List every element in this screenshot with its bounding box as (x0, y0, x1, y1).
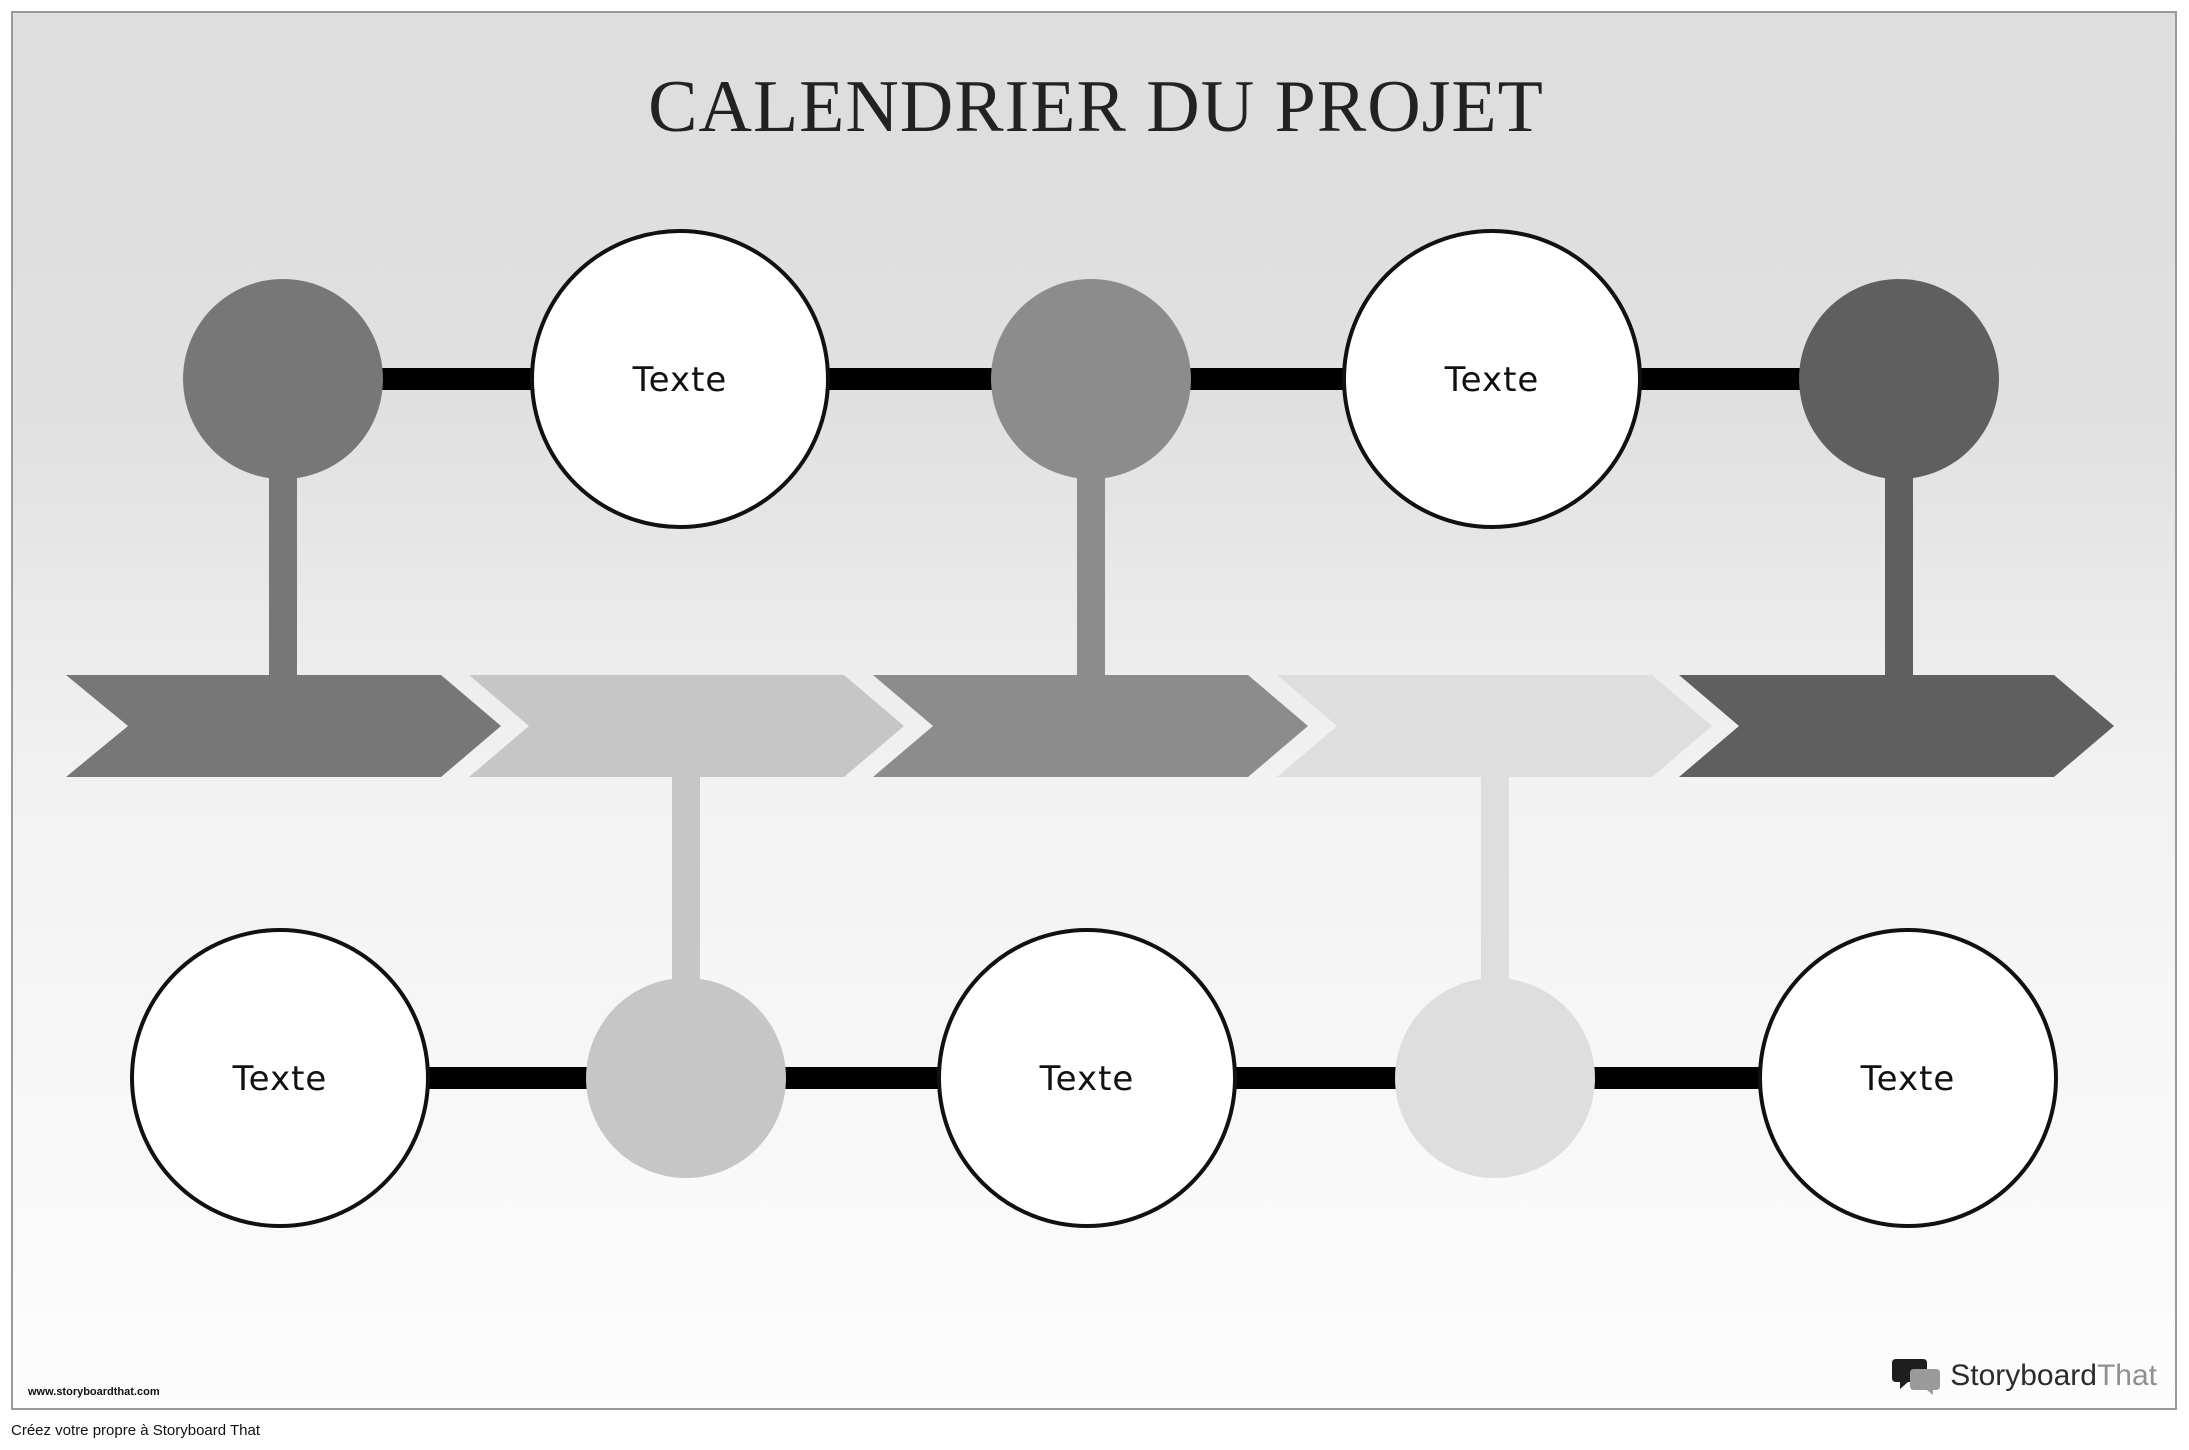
brand-name-dark: Storyboard (1950, 1359, 2097, 1392)
arrow-segment-2 (469, 675, 904, 777)
page-title: CALENDRIER DU PROJET (648, 66, 1544, 148)
top-text-circle-4 (1342, 229, 1642, 529)
bottom-text-label-1: Texte (232, 1059, 328, 1099)
top-milestone-dot-1 (183, 279, 383, 479)
bottom-text-label-5: Texte (1860, 1059, 1956, 1099)
top-text-label-2: Texte (632, 360, 728, 400)
brand-logo: StoryboardThat (1892, 1356, 2157, 1396)
top-milestone-dot-5 (1799, 279, 1999, 479)
brand-name: StoryboardThat (1950, 1359, 2157, 1393)
arrow-segment-5 (1679, 675, 2114, 777)
speech-bubbles-icon (1892, 1359, 1941, 1395)
bottom-text-label-3: Texte (1039, 1059, 1135, 1099)
brand-name-light: That (2096, 1359, 2157, 1392)
bottom-text-circle-3 (937, 928, 1237, 1228)
top-milestone-dot-3 (991, 279, 1191, 479)
bottom-text-circle-5 (1758, 928, 2058, 1228)
bottom-milestone-dot-2 (586, 978, 786, 1178)
top-text-circle-2 (530, 229, 830, 529)
footer-credit[interactable]: Créez votre propre à Storyboard That (11, 1422, 261, 1439)
watermark-url: www.storyboardthat.com (28, 1386, 160, 1398)
arrow-segment-3 (873, 675, 1308, 777)
top-text-label-4: Texte (1444, 360, 1540, 400)
arrow-segment-1 (66, 675, 501, 777)
arrow-segment-4 (1277, 675, 1712, 777)
bottom-milestone-dot-4 (1395, 978, 1595, 1178)
arrow-band (66, 675, 2114, 777)
bottom-text-circle-1 (130, 928, 430, 1228)
